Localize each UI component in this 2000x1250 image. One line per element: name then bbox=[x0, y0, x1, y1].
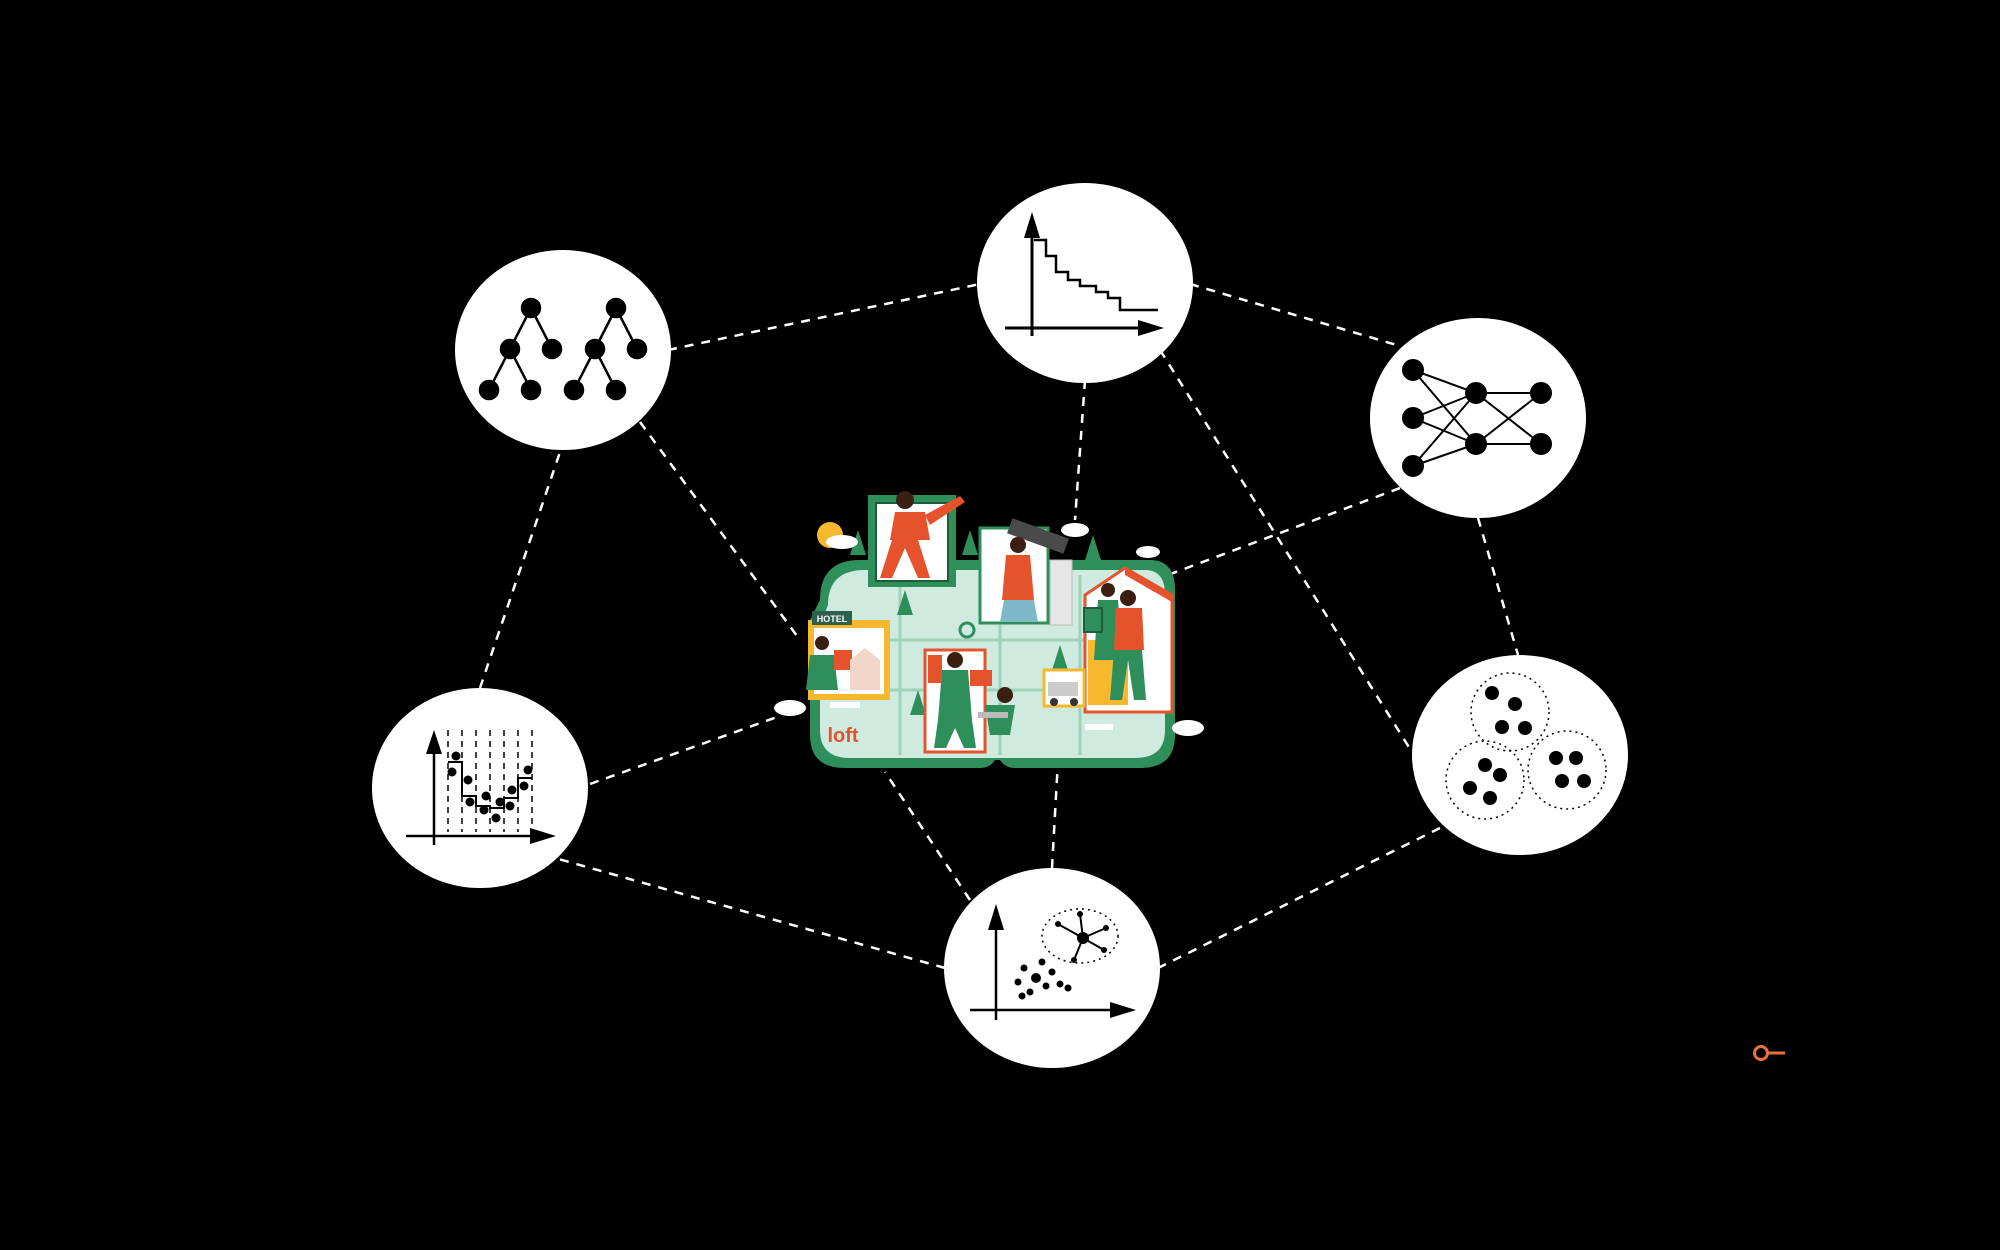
link-centroid-center bbox=[883, 771, 972, 901]
centroid-scatter-icon bbox=[970, 904, 1136, 1020]
clusters-icon bbox=[1445, 672, 1607, 820]
link-step-center bbox=[1073, 379, 1087, 521]
link-centroid-center-2 bbox=[1050, 759, 1060, 869]
node-neural-network bbox=[1370, 318, 1586, 518]
link-clusters-centroid bbox=[1157, 826, 1441, 970]
node-clusters bbox=[1412, 655, 1628, 855]
link-neural-center bbox=[1159, 486, 1401, 580]
node-circle bbox=[977, 183, 1193, 383]
city-illustration-icon: HOTEL loft bbox=[774, 491, 1204, 768]
hotel-sign: HOTEL bbox=[817, 614, 848, 624]
neural-network-icon bbox=[1402, 359, 1552, 477]
link-binned-trees bbox=[478, 451, 562, 689]
key-icon bbox=[1753, 1045, 1785, 1061]
central-illustration: HOTEL loft bbox=[774, 491, 1204, 768]
link-trees-center bbox=[638, 421, 802, 641]
connection-lines bbox=[478, 282, 1520, 970]
link-neural-clusters bbox=[1476, 517, 1520, 656]
tree-icon bbox=[478, 297, 648, 401]
node-decision-trees bbox=[455, 250, 671, 450]
link-trees-step bbox=[667, 282, 981, 352]
node-circle bbox=[944, 868, 1160, 1068]
binned-scatter-icon bbox=[406, 730, 556, 845]
node-circle bbox=[372, 688, 588, 888]
location-pin-icon bbox=[958, 621, 976, 639]
node-centroid-scatter bbox=[944, 868, 1160, 1068]
brand-logo: loft bbox=[827, 725, 858, 747]
step-chart-icon bbox=[1005, 212, 1164, 336]
node-step-function bbox=[977, 183, 1193, 383]
link-step-neural bbox=[1189, 282, 1401, 348]
node-binned-regression bbox=[372, 688, 588, 888]
link-step-clusters bbox=[1158, 349, 1414, 753]
node-circle bbox=[1370, 318, 1586, 518]
node-circle bbox=[1412, 655, 1628, 855]
